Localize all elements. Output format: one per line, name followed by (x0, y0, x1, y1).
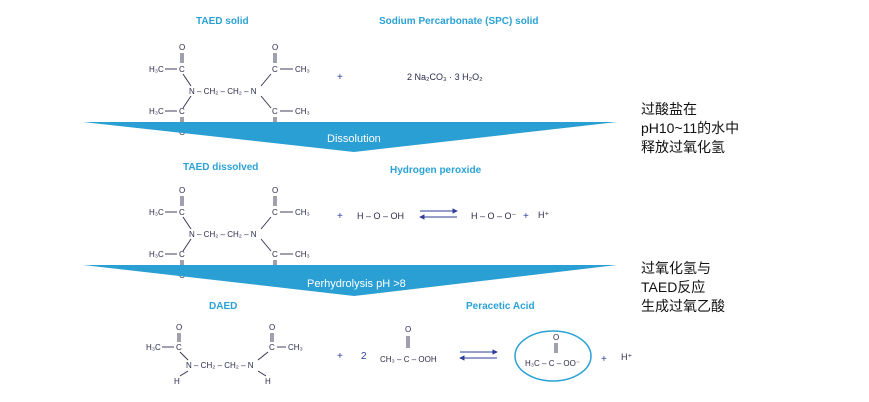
dissolution-ribbon (83, 122, 617, 152)
header-daed: DAED (209, 301, 237, 312)
perhydroxyl-formula: H – O – O⁻ (471, 211, 517, 221)
side-note-2-line-1: 过氧化氢与 (641, 260, 711, 276)
proton-2: H⁺ (621, 352, 632, 362)
header-taed-solid: TAED solid (196, 16, 249, 27)
plus-sign-2: + (337, 211, 343, 222)
plus-sign-4: + (337, 351, 343, 362)
peracetate-formula: H₃C – C – OO⁻ (525, 359, 580, 368)
side-note-1-line-1: 过酸盐在 (641, 101, 697, 117)
side-note-1-line-2: pH10~11的水中 (641, 120, 740, 136)
side-note-2: 过氧化氢与 TAED反应 生成过氧乙酸 (641, 259, 725, 316)
header-taed-dissolved: TAED dissolved (183, 162, 258, 173)
perhydrolysis-ribbon (83, 265, 617, 296)
equilibrium-arrows-2 (459, 349, 498, 361)
peracid-formula: CH₃ – C – OOH (380, 355, 437, 364)
plus-sign: + (337, 72, 343, 83)
plus-sign-5: + (601, 354, 607, 365)
header-hydrogen-peroxide: Hydrogen peroxide (390, 165, 482, 176)
dissolution-label: Dissolution (327, 133, 381, 145)
side-note-2-line-3: 生成过氧乙酸 (641, 298, 725, 314)
atom-o: O (176, 323, 182, 332)
atom-c-2: C (269, 343, 275, 352)
proton-1: H⁺ (538, 210, 549, 220)
atom-c: C (176, 343, 182, 352)
daed-structure: O H₃C C N – CH₂ – CH₂ – N H O C CH₃ H (146, 323, 303, 386)
peracetic-acid-structure: O CH₃ – C – OOH (380, 325, 437, 364)
side-note-1-line-3: 释放过氧化氢 (641, 139, 725, 155)
atom-ch3: CH₃ (288, 343, 303, 352)
side-note-1: 过酸盐在 pH10~11的水中 释放过氧化氢 (641, 100, 739, 157)
perhydrolysis-label: Perhydrolysis pH >8 (307, 278, 406, 290)
h2o2-formula: H – O – OH (357, 211, 404, 221)
atom-h-2: H (265, 377, 271, 386)
atom-o: O (553, 333, 559, 342)
atom-o-2: O (269, 323, 275, 332)
spc-formula: 2 Na₂CO₃ · 3 H₂O₂ (407, 72, 483, 82)
peracetate-structure: O H₃C – C – OO⁻ (525, 333, 580, 368)
peracetate-highlight-circle (514, 330, 592, 382)
atom-h3c: H₃C (146, 343, 161, 352)
header-peracetic-acid: Peracetic Acid (466, 301, 535, 312)
atom-h: H (174, 377, 180, 386)
coefficient-2: 2 (361, 351, 367, 362)
equilibrium-arrows-1 (419, 208, 458, 220)
bridge: N – CH₂ – CH₂ – N (186, 361, 254, 370)
atom-o: O (405, 325, 411, 334)
header-spc-solid: Sodium Percarbonate (SPC) solid (379, 16, 538, 27)
plus-sign-3: + (523, 211, 529, 222)
side-note-2-line-2: TAED反应 (641, 279, 706, 295)
